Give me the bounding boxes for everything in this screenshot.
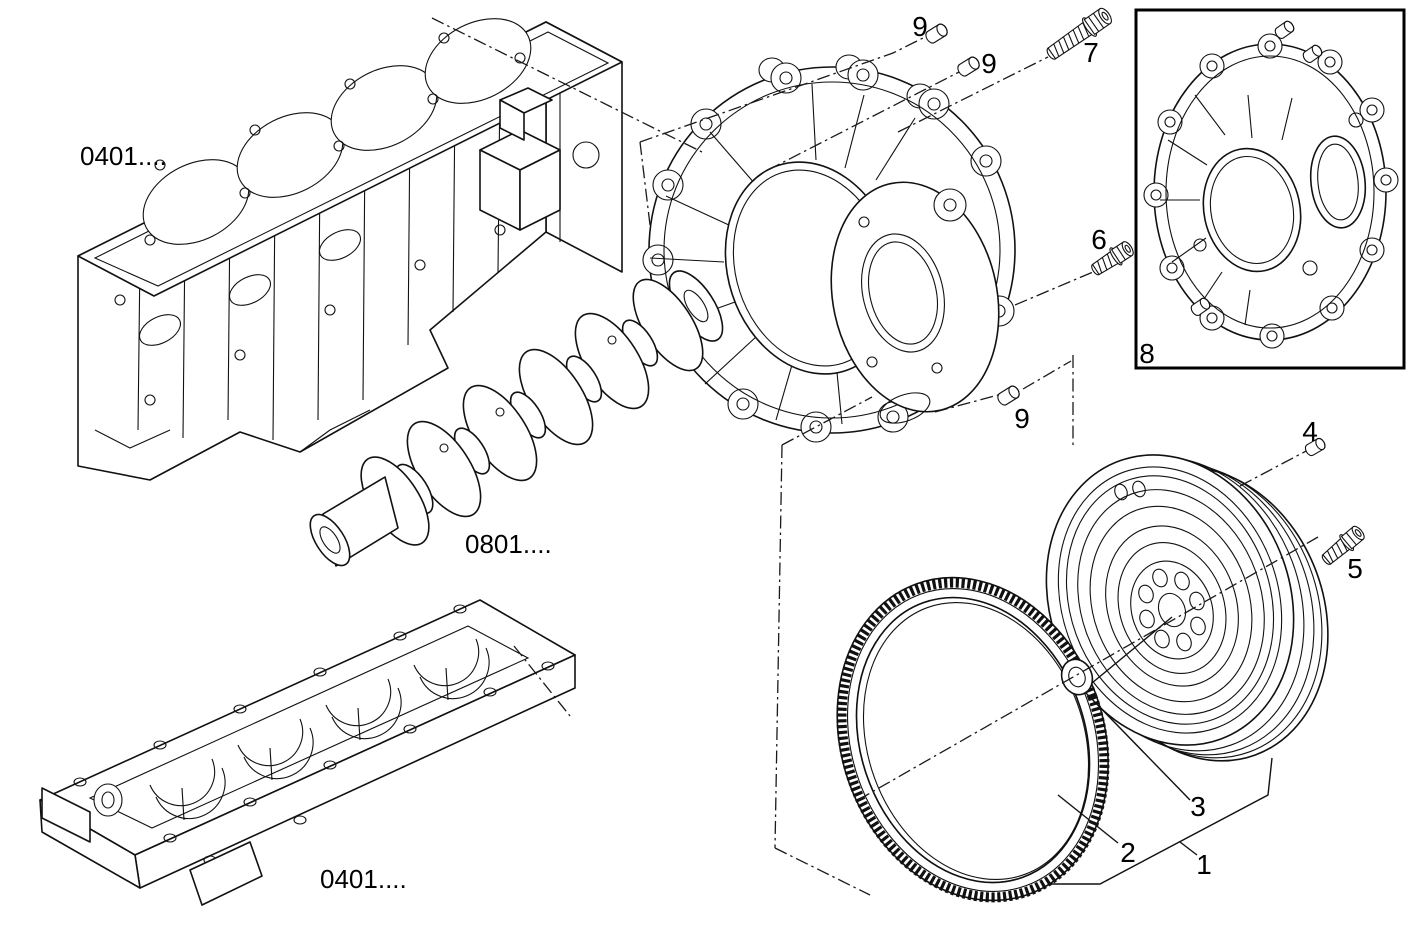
center-line-block-to-housing bbox=[431, 17, 703, 153]
callout-7: 7 bbox=[1083, 37, 1099, 68]
flywheel-hub bbox=[1130, 560, 1214, 660]
crankcase-bolt-holes bbox=[73, 604, 555, 865]
callout-8: 8 bbox=[1139, 338, 1155, 369]
callout-1: 1 bbox=[1196, 849, 1212, 880]
crankshaft bbox=[309, 270, 724, 567]
construction-lines bbox=[431, 17, 1319, 896]
leader-dowel-9b bbox=[767, 69, 964, 171]
callout-5: 5 bbox=[1347, 553, 1363, 584]
bolt-7 bbox=[1046, 7, 1112, 60]
flywheel-housing bbox=[642, 54, 1016, 443]
inset-dowel-pin-b bbox=[1302, 44, 1323, 63]
callout-3: 3 bbox=[1190, 791, 1206, 822]
cylinder-bores bbox=[142, 18, 532, 246]
inset-border bbox=[1134, 8, 1406, 370]
leader-pin-4 bbox=[1239, 449, 1309, 487]
bearing-saddles bbox=[149, 638, 490, 821]
bolt-5 bbox=[1321, 525, 1365, 565]
lower-crankcase bbox=[39, 599, 576, 906]
leader-dowel-9c-right bbox=[1022, 360, 1072, 390]
callout-9a: 9 bbox=[912, 11, 928, 42]
center-line-housing-plane-top bbox=[639, 30, 938, 143]
center-line-housing-plane-left bbox=[639, 141, 651, 226]
flywheel bbox=[1045, 454, 1329, 762]
dowel-pin-4 bbox=[1304, 437, 1326, 457]
ref-code-crankcase: 0401.... bbox=[320, 864, 407, 894]
leader-bolt-6 bbox=[1014, 271, 1094, 306]
ring-gear bbox=[836, 576, 1110, 903]
flywheel-plane-bottom-edge bbox=[774, 847, 871, 896]
flywheel-plane-left-edge bbox=[774, 444, 783, 849]
crankcase-boss bbox=[41, 783, 263, 906]
dowel-pin-9b bbox=[957, 56, 980, 77]
flywheel-plane-top-edge bbox=[781, 396, 873, 446]
inset-dowel-pin-a bbox=[1274, 20, 1295, 39]
leader-ring-gear-2 bbox=[1057, 794, 1119, 844]
inset-bolt-bosses bbox=[1143, 33, 1399, 349]
callout-9b: 9 bbox=[981, 48, 997, 79]
callout-6: 6 bbox=[1091, 224, 1107, 255]
callout-2: 2 bbox=[1120, 837, 1136, 868]
callout-4: 4 bbox=[1302, 416, 1318, 447]
callout-9c: 9 bbox=[1014, 403, 1030, 434]
ref-code-crankshaft: 0801.... bbox=[465, 529, 552, 559]
ref-code-engine-block: 0401.... bbox=[80, 141, 167, 171]
dowel-pin-9c bbox=[997, 385, 1020, 406]
center-line-crankcase bbox=[513, 645, 571, 717]
bolt-6 bbox=[1091, 241, 1134, 276]
leader-lines bbox=[1048, 616, 1273, 885]
block-bracket-box bbox=[479, 87, 561, 231]
leader-bushing-3 bbox=[1084, 691, 1191, 801]
text-labels: 0401.... 0801.... 0401.... 9 9 7 6 8 4 5… bbox=[80, 11, 1363, 894]
crankshaft-snout bbox=[309, 476, 399, 567]
leader-assembly-1 bbox=[1179, 841, 1198, 856]
dowel-pin-9a bbox=[925, 23, 948, 44]
flywheel-housing-rear-view bbox=[1134, 8, 1406, 370]
leader-bushing-to-hub bbox=[1091, 616, 1173, 684]
housing-side-plate bbox=[830, 181, 1000, 424]
leader-dowel-9c-left bbox=[934, 393, 1003, 413]
leader-bolt-7 bbox=[897, 56, 1049, 133]
bracket-assembly-1 bbox=[1048, 757, 1273, 885]
center-line-flywheel-axis bbox=[857, 536, 1319, 801]
engine-block bbox=[77, 18, 623, 481]
inset-dowel-pin-c bbox=[1190, 297, 1211, 316]
